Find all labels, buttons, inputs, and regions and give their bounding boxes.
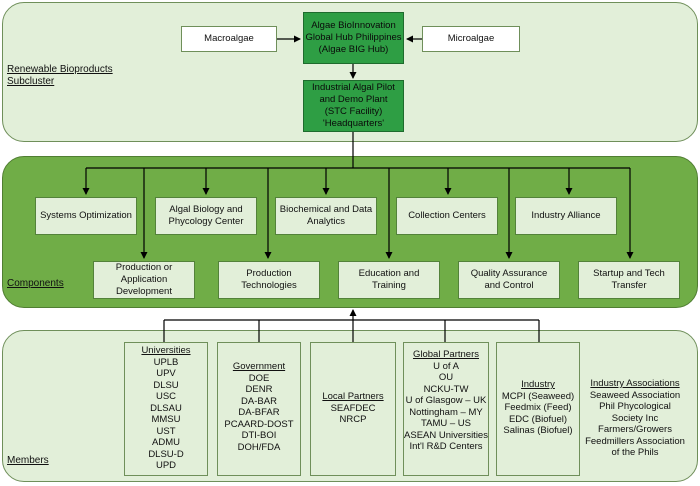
member-group-government: Government DOE DENR DA-BAR DA-BFAR PCAAR… (217, 342, 301, 476)
list-item: DOE (248, 372, 270, 384)
component-biochemical-analytics: Biochemical and Data Analytics (275, 197, 377, 235)
list-item: UPLB (153, 356, 179, 368)
list-item: DA-BAR (241, 395, 277, 407)
member-group-local-partners: Local Partners SEAFDEC NRCP (310, 342, 396, 476)
subcluster-label: Renewable Bioproducts Subcluster (7, 64, 113, 87)
list-item: PCAARD-DOST (224, 418, 294, 430)
list-item: MMSU (151, 414, 181, 425)
component-education-training: Education and Training (338, 261, 440, 299)
list-item: MCPI (Seaweed) (501, 390, 575, 402)
component-production-application: Production or Application Development (93, 261, 195, 299)
component-industry-alliance: Industry Alliance (515, 197, 617, 235)
list-item: USC (155, 391, 177, 402)
list-item: Int'l R&D Centers (409, 441, 483, 452)
member-group-universities: Universities UPLB UPV DLSU USC DLSAU MMS… (124, 342, 208, 476)
list-item: UPD (155, 460, 177, 471)
pilot-plant-box: Industrial Algal Pilot and Demo Plant (S… (303, 80, 404, 132)
members-label: Members (7, 455, 49, 466)
components-label: Components (7, 278, 64, 289)
list-item: DLSU-D (148, 448, 184, 460)
list-item: Phil Phycological (599, 401, 671, 412)
algae-big-hub-box: Algae BioInnovation Global Hub Philippin… (303, 12, 404, 64)
list-item: Seaweed Association (589, 389, 681, 401)
list-item: ASEAN Universities (404, 429, 488, 441)
list-item: DTI-BOI (241, 430, 277, 441)
list-item: OU (438, 372, 454, 383)
list-item: Farmers/Growers (598, 424, 672, 435)
list-item: Salinas (Biofuel) (503, 425, 573, 436)
member-group-industry: Industry MCPI (Seaweed) Feedmix (Feed) E… (496, 342, 580, 476)
macroalgae-box: Macroalgae (181, 26, 277, 52)
list-item: NCKU-TW (423, 383, 469, 395)
list-item: Society Inc (611, 412, 659, 424)
component-startup-tech-transfer: Startup and Tech Transfer (578, 261, 680, 299)
list-item: of the Phils (611, 447, 659, 458)
list-item: DOH/FDA (237, 441, 281, 453)
list-item: Feedmillers Association (585, 435, 685, 447)
list-item: DLSU (153, 379, 179, 391)
component-algal-biology: Algal Biology and Phycology Center (155, 197, 257, 235)
list-item: ADMU (152, 437, 180, 448)
list-item: NRCP (339, 414, 367, 425)
component-quality-assurance: Quality Assurance and Control (458, 261, 560, 299)
member-group-industry-associations: Industry Associations Seaweed Associatio… (585, 378, 685, 458)
microalgae-box: Microalgae (422, 26, 520, 52)
component-collection-centers: Collection Centers (396, 197, 498, 235)
member-group-global-partners: Global Partners U of A OU NCKU-TW U of G… (403, 342, 489, 476)
list-item: EDC (Biofuel) (508, 413, 568, 425)
list-item: UST (156, 425, 176, 437)
list-item: DA-BFAR (238, 407, 280, 418)
component-production-technologies: Production Technologies (218, 261, 320, 299)
list-item: SEAFDEC (330, 402, 376, 414)
list-item: DENR (245, 384, 273, 395)
list-item: UPV (156, 368, 176, 379)
list-item: U of Glasgow – UK (405, 395, 487, 406)
component-systems-optimization: Systems Optimization (35, 197, 137, 235)
list-item: DLSAU (150, 402, 182, 414)
list-item: Nottingham – MY (409, 406, 483, 418)
list-item: U of A (433, 360, 459, 372)
list-item: TAMU – US (421, 418, 471, 429)
list-item: Feedmix (Feed) (504, 402, 572, 413)
